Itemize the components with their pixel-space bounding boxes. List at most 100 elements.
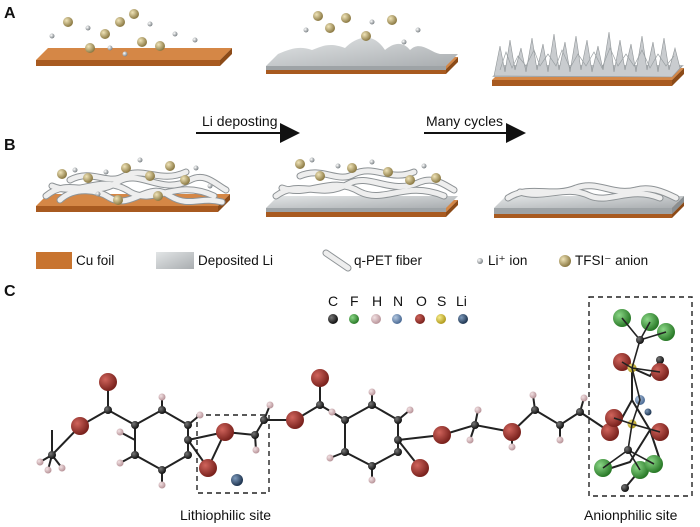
hydrogen-atom <box>158 393 166 401</box>
tfsi-anion <box>153 191 163 201</box>
hydrogen-atom <box>116 459 124 467</box>
li-ion <box>369 159 375 165</box>
carbon-atom <box>251 431 259 439</box>
tfsi-anion <box>325 23 335 33</box>
oxygen-atom <box>199 459 217 477</box>
tfsi-anion <box>431 173 441 183</box>
li-ion <box>369 19 375 25</box>
panel-label-a: A <box>4 5 16 22</box>
legend-li-ion-swatch <box>477 258 483 264</box>
carbon-atom <box>624 446 632 454</box>
hydrogen-atom <box>508 443 516 451</box>
carbon-atom <box>104 406 112 414</box>
oxygen-atom <box>503 423 521 441</box>
tfsi-anion <box>387 15 397 25</box>
oxygen-atom <box>216 423 234 441</box>
element-key-n: N <box>393 293 404 309</box>
ions-a1 <box>49 9 198 57</box>
li-ion <box>193 165 199 171</box>
tfsi-anion <box>137 37 147 47</box>
element-key-h: H <box>372 293 383 309</box>
tfsi-anion <box>405 175 415 185</box>
tfsi-anion <box>83 173 93 183</box>
carbon-atom <box>131 451 139 459</box>
tfsi-anion <box>155 41 165 51</box>
li-dendrites-a3 <box>492 31 684 78</box>
deposited-li-a2 <box>266 37 458 70</box>
carbon-atom <box>184 421 192 429</box>
legend-deposited-li-swatch <box>156 252 194 269</box>
hydrogen-atom <box>266 401 274 409</box>
legend <box>36 249 571 272</box>
panel-label-c: C <box>4 283 16 300</box>
oxygen-atom <box>311 369 329 387</box>
li-ion <box>192 37 198 43</box>
carbon-atom <box>636 336 644 344</box>
hydrogen-atom <box>580 394 588 402</box>
oxygen-atom <box>71 417 89 435</box>
li-ion <box>303 27 309 33</box>
li-ion <box>122 51 128 57</box>
carbon-atom <box>184 451 192 459</box>
q-pet-fibers-b3 <box>504 182 680 202</box>
carbon-atom <box>368 401 376 409</box>
q-pet-fibers-b1 <box>42 168 230 206</box>
anionphilic-site-box <box>588 296 693 497</box>
hydrogen-atom <box>368 388 376 396</box>
element-key-f: F <box>350 293 359 309</box>
tfsi-anion <box>313 11 323 21</box>
li-ion <box>95 191 101 197</box>
carbon-atom <box>184 436 192 444</box>
hydrogen-atom <box>116 428 124 436</box>
fluorine-atom-key <box>349 314 359 324</box>
li-ion <box>147 21 153 27</box>
arrow-label-li-depositing: Li deposting <box>202 113 278 129</box>
hydrogen-atom <box>466 436 474 444</box>
hydrogen-atom <box>326 454 334 462</box>
oxygen-atom <box>433 426 451 444</box>
li-ion <box>49 33 55 39</box>
lithiophilic-site-label: Lithiophilic site <box>180 507 272 523</box>
tfsi-anion <box>165 161 175 171</box>
anionphilic-site-label: Anionphilic site <box>584 507 678 523</box>
carbon-atom <box>341 448 349 456</box>
element-key-s: S <box>437 293 447 309</box>
carbon-atom <box>576 408 584 416</box>
li-ion <box>107 45 113 51</box>
hydrogen-atom <box>529 391 537 399</box>
li-ion <box>421 163 427 169</box>
tfsi-anion <box>145 171 155 181</box>
deposited-li-b3 <box>494 196 684 214</box>
hydrogen-atom <box>368 476 376 484</box>
carbon-atom <box>316 401 324 409</box>
hydrogen-atom <box>252 446 260 454</box>
carbon-atom-key <box>328 314 338 324</box>
legend-anion-swatch <box>559 255 571 267</box>
legend-fiber-label: q-PET fiber <box>354 253 423 268</box>
carbon-atom <box>48 451 56 459</box>
carbon-atom <box>556 421 564 429</box>
li-ion <box>137 157 143 163</box>
tfsi-anion <box>85 43 95 53</box>
legend-deposited-li-label: Deposited Li <box>198 253 274 268</box>
tfsi-anion <box>315 171 325 181</box>
carbon-atom <box>368 462 376 470</box>
tfsi-anion <box>129 9 139 19</box>
li-ion <box>207 183 213 189</box>
li-ion <box>72 167 78 173</box>
carbon-atom <box>531 406 539 414</box>
hydrogen-atom <box>474 406 482 414</box>
tfsi-anion <box>63 17 73 27</box>
lithium-atom <box>231 474 243 486</box>
hydrogen-atom-key <box>371 314 381 324</box>
tfsi-anion <box>341 13 351 23</box>
tfsi-anion <box>115 17 125 27</box>
tfsi-anion <box>113 195 123 205</box>
tfsi-anion <box>361 31 371 41</box>
legend-fiber-swatch <box>322 249 352 272</box>
tfsi-anion <box>347 163 357 173</box>
tfsi-anion <box>100 29 110 39</box>
tfsi-anion <box>295 159 305 169</box>
copper-foil-a1 <box>36 48 232 66</box>
